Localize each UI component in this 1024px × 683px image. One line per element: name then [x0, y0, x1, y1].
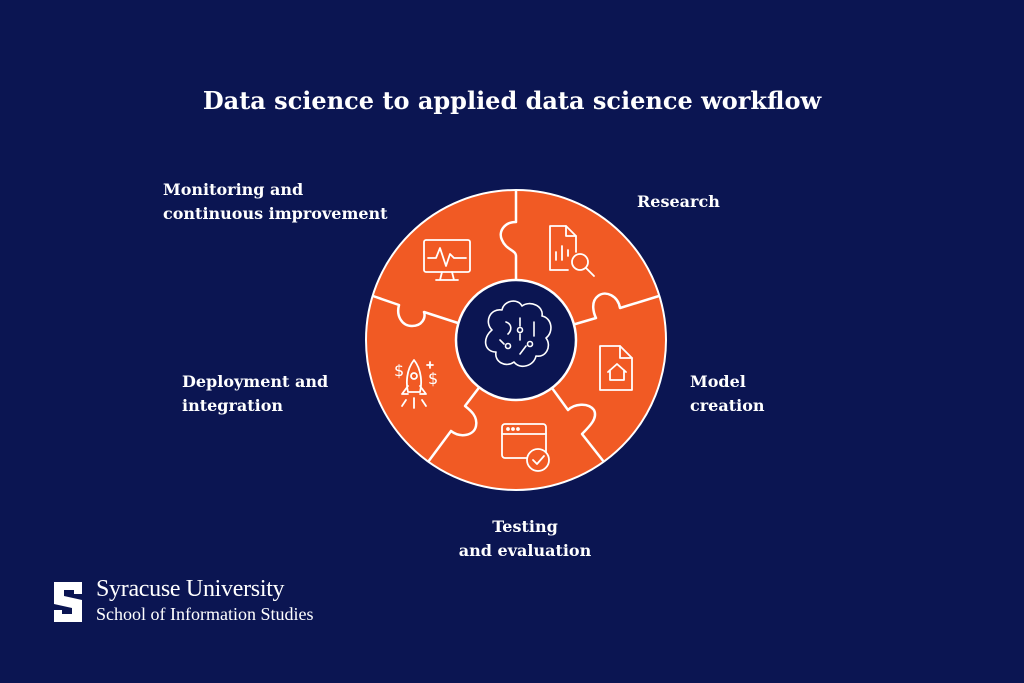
divider-top	[499, 190, 518, 280]
stage-label-line: Research	[637, 192, 720, 211]
brain-icon	[484, 300, 552, 368]
divider-bottom-right	[550, 387, 605, 463]
stage-label-deployment: Deployment and integration	[182, 370, 328, 418]
segment-dividers	[372, 190, 660, 463]
rocket-icon: $ $	[394, 359, 438, 409]
stage-label-line: Model	[690, 372, 746, 391]
syracuse-logo	[54, 582, 82, 622]
divider-left	[372, 294, 462, 328]
stage-label-line: Monitoring and	[163, 180, 304, 199]
stage-label-line: integration	[182, 396, 284, 415]
stage-label-model: Model creation	[690, 370, 765, 418]
svg-text:$: $	[394, 361, 404, 380]
stage-label-line: creation	[690, 396, 765, 415]
center-circle	[454, 278, 578, 402]
stage-label-line: and evaluation	[458, 541, 592, 560]
stage-label-testing: Testing and evaluation	[400, 515, 650, 563]
university-name: Syracuse University	[96, 576, 285, 602]
stage-label-monitoring: Monitoring and continuous improvement	[163, 178, 403, 226]
document-search-icon	[549, 225, 595, 277]
svg-text:$: $	[428, 369, 438, 388]
document-house-icon	[599, 345, 633, 391]
stage-label-research: Research	[637, 190, 720, 214]
stage-label-line: Testing	[492, 517, 558, 536]
stage-label-line: Deployment and	[182, 372, 329, 391]
stage-label-line: continuous improvement	[163, 204, 388, 223]
browser-check-icon	[501, 423, 550, 472]
divider-right	[571, 292, 660, 327]
page-title: Data science to applied data science wor…	[202, 86, 822, 115]
school-name: School of Information Studies	[96, 604, 314, 624]
divider-bottom-left	[426, 384, 482, 463]
monitor-pulse-icon	[423, 239, 471, 281]
